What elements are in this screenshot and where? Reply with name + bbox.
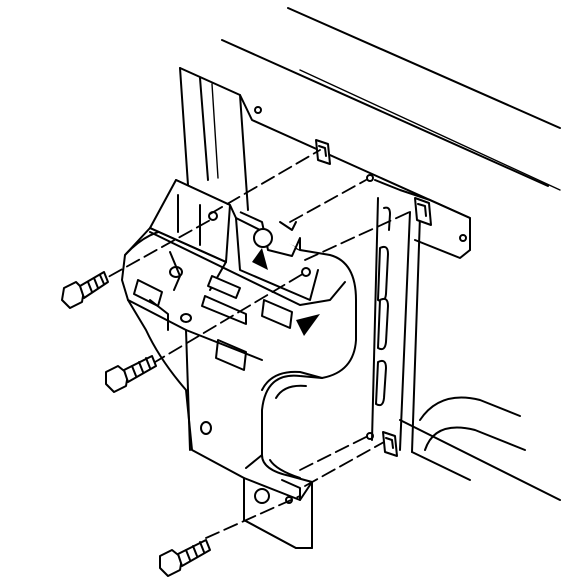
rail-hole: [366, 432, 374, 440]
bolt-upper: [61, 271, 109, 309]
bolt-lower: [159, 539, 211, 577]
clip-nut-lower: [382, 431, 398, 457]
bolt-middle: [105, 355, 157, 393]
bracket-window-lower: [215, 339, 247, 371]
frame-rail: [371, 197, 561, 501]
panel-hole: [366, 174, 374, 182]
clip-nut-upper-left: [315, 139, 331, 165]
rail-slot-3: [375, 359, 387, 407]
bracket-slot-upper: [207, 275, 241, 299]
rail-slot-2: [377, 297, 389, 351]
alignment-lines: [91, 149, 415, 539]
rail-slot-1: [377, 245, 389, 303]
clip-nut-upper-right: [414, 197, 432, 226]
bracket-slot-middle: [201, 295, 247, 325]
mounting-bracket: [121, 179, 357, 549]
vehicle-body-panel: [179, 7, 561, 259]
